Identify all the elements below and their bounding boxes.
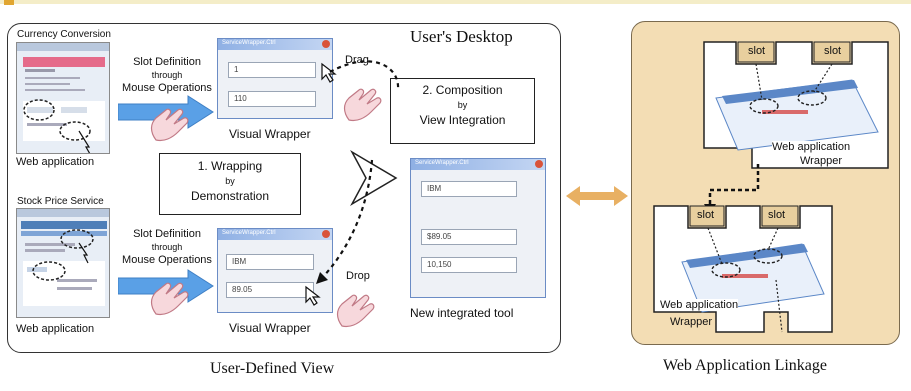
bottom-slot-label-1: slot [697, 209, 715, 221]
stock-web-app-label: Web application [16, 323, 95, 335]
window-title: ServiceWrapper.Ctrl [222, 40, 276, 46]
drag-hand-icon [343, 88, 382, 122]
top-visual-wrapper-window[interactable]: ServiceWrapper.Ctrl 1 110 [217, 38, 333, 119]
currency-service-label: Currency Conversion [17, 29, 111, 40]
composition-line-3: View Integration [419, 113, 506, 127]
top-slot-label-2: slot [824, 45, 842, 57]
window-titlebar: ServiceWrapper.Ctrl [411, 159, 545, 170]
drag-cursor-icon [321, 62, 337, 83]
integrated-field-2[interactable]: $89.05 [421, 229, 517, 245]
integrated-tool-label: New integrated tool [410, 306, 514, 320]
currency-web-app-label: Web application [16, 156, 95, 168]
close-icon[interactable] [535, 160, 543, 168]
slot-def-line-3: Mouse Operations [122, 254, 212, 266]
slot-field-2[interactable]: 110 [228, 91, 316, 107]
slot-def-line-2: through [151, 242, 183, 252]
window-title: ServiceWrapper.Ctrl [415, 160, 469, 166]
slot-def-line-1: Slot Definition [133, 56, 201, 68]
top-strip [0, 0, 911, 4]
stock-service-label: Stock Price Service [17, 196, 104, 207]
stock-web-app-thumbnail [16, 208, 110, 318]
wrapping-line-2: by [225, 176, 235, 186]
top-hand-icon [150, 108, 189, 142]
bottom-web-application-label: Web application [660, 299, 739, 311]
wrapping-step-box: 1. Wrapping by Demonstration [159, 153, 301, 215]
top-slot-definition: Slot Definition through Mouse Operations [117, 56, 217, 94]
currency-web-app-thumbnail [16, 42, 110, 154]
bottom-slot-definition: Slot Definition through Mouse Operations [117, 228, 217, 266]
bottom-hand-icon [150, 282, 189, 316]
bottom-wrapper-label: Visual Wrapper [229, 321, 311, 335]
web-application-linkage-caption: Web Application Linkage [663, 357, 827, 374]
top-wrapper-label-right: Wrapper [800, 155, 842, 167]
composition-line-1: 2. Composition [422, 83, 503, 97]
top-wrapper-shape [703, 41, 889, 169]
integration-arrow-icon [350, 149, 398, 207]
composition-step-box: 2. Composition by View Integration [390, 78, 535, 144]
composition-line-2: by [457, 100, 468, 110]
desktop-title: User's Desktop [410, 27, 513, 46]
drop-label: Drop [346, 270, 370, 282]
integrated-field-3[interactable]: 10,150 [421, 257, 517, 273]
browser-screenshot [17, 43, 109, 153]
slot-def-line-2: through [151, 70, 183, 80]
top-wrapper-label: Visual Wrapper [229, 127, 311, 141]
window-titlebar: ServiceWrapper.Ctrl [218, 229, 332, 240]
double-arrow-icon [566, 186, 628, 206]
bottom-wrapper-label-right: Wrapper [670, 316, 712, 328]
wrapping-line-1: 1. Wrapping [197, 159, 263, 173]
window-title: ServiceWrapper.Ctrl [222, 230, 276, 236]
corner-mark [4, 0, 14, 5]
integrated-field-1[interactable]: IBM [421, 181, 517, 197]
integrated-tool-window[interactable]: ServiceWrapper.Ctrl IBM $89.05 10,150 [410, 158, 546, 298]
top-slot-label-1: slot [748, 45, 766, 57]
slot-def-line-1: Slot Definition [133, 228, 201, 240]
top-web-application-label: Web application [772, 141, 851, 153]
browser-screenshot [17, 209, 109, 306]
slot-field-2[interactable]: 89.05 [226, 282, 314, 298]
bottom-wrapper-shape [653, 205, 833, 333]
close-icon[interactable] [322, 40, 330, 48]
drop-hand-icon [336, 294, 375, 328]
wrapping-line-3: Demonstration [190, 189, 270, 203]
user-defined-view-caption: User-Defined View [210, 360, 335, 377]
drag-label: Drag [345, 54, 369, 66]
drag-drop-dashed-arc [316, 60, 400, 284]
bottom-slot-label-2: slot [768, 209, 786, 221]
slot-field-1[interactable]: IBM [226, 254, 314, 270]
slot-def-line-3: Mouse Operations [122, 82, 212, 94]
drop-cursor-icon [305, 285, 321, 306]
window-titlebar: ServiceWrapper.Ctrl [218, 39, 332, 50]
slot-field-1[interactable]: 1 [228, 62, 316, 78]
close-icon[interactable] [322, 230, 330, 238]
